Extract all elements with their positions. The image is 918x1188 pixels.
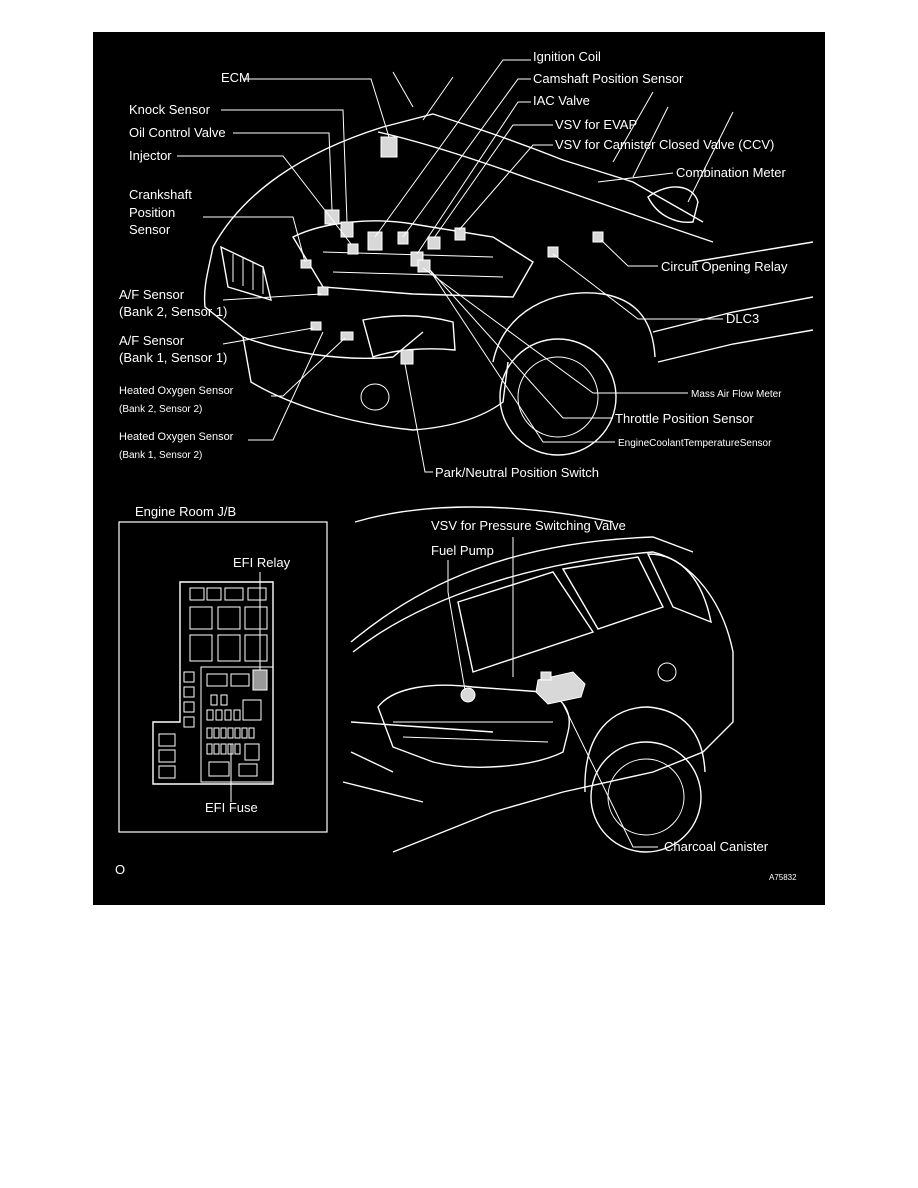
vsv-pressure-part: [540, 671, 552, 681]
label-crankshaft-1: Crankshaft: [129, 187, 192, 202]
label-injector: Injector: [129, 148, 172, 163]
diagram-frame: Ignition Coil ECM Camshaft Position Sens…: [93, 32, 825, 905]
cowl-line: [392, 71, 454, 121]
jb-inset-frame: [118, 521, 328, 833]
rear-quarter-window: [646, 553, 712, 624]
label-af-b1s1-2: (Bank 1, Sensor 1): [119, 350, 227, 365]
label-ho2-b2s2-1: Heated Oxygen Sensor: [119, 385, 234, 397]
fuel-tank-ridge: [393, 721, 553, 743]
label-oil-control-valve: Oil Control Valve: [129, 125, 226, 140]
label-af-b2s1-2: (Bank 2, Sensor 1): [119, 304, 227, 319]
component-location-diagram: Ignition Coil ECM Camshaft Position Sens…: [115, 49, 814, 882]
rear-window-2: [561, 556, 664, 630]
headlamp-left: [220, 245, 272, 302]
label-efi-relay: EFI Relay: [233, 555, 291, 570]
pnp-switch-part: [400, 349, 414, 365]
windshield-line: [377, 131, 714, 243]
front-vehicle-illustration: [203, 71, 814, 456]
label-camshaft-position-sensor: Camshaft Position Sensor: [533, 71, 684, 86]
figure-id: A75832: [769, 873, 797, 882]
efi-relay-part: [252, 669, 268, 691]
label-charcoal-canister: Charcoal Canister: [664, 839, 769, 854]
label-efi-fuse: EFI Fuse: [205, 800, 258, 815]
vsv-evap-part: [427, 236, 441, 250]
label-ho2-b1s2-1: Heated Oxygen Sensor: [119, 431, 234, 443]
label-af-b1s1-1: A/F Sensor: [119, 333, 185, 348]
front-tire: [499, 338, 617, 456]
upper-leader-lines: [177, 59, 723, 473]
injector-part: [347, 243, 359, 255]
fuel-lid: [657, 662, 677, 682]
label-park-neutral-switch: Park/Neutral Position Switch: [435, 465, 599, 480]
camshaft-sensor-part: [397, 231, 409, 245]
label-throttle-position-sensor: Throttle Position Sensor: [615, 411, 754, 426]
rear-vehicle-illustration: [342, 506, 734, 853]
front-wheel-arch: [492, 292, 656, 363]
label-iac-valve: IAC Valve: [533, 93, 590, 108]
label-vsv-evap: VSV for EVAP: [555, 117, 637, 132]
lower-labels: VSV for Pressure Switching Valve Fuel Pu…: [431, 518, 769, 854]
fog-lamp: [360, 383, 390, 411]
front-bumper: [242, 336, 509, 431]
label-ho2-b1s2-2: (Bank 1, Sensor 2): [119, 450, 202, 461]
label-engine-coolant-temp-sensor: EngineCoolantTemperatureSensor: [618, 438, 772, 449]
rear-wheel-arch: [584, 706, 706, 793]
lower-leader-lines: [447, 537, 658, 848]
engine-block: [292, 220, 534, 298]
label-crankshaft-2: Position: [129, 205, 175, 220]
maf-part: [417, 259, 431, 273]
crank-sensor-part: [300, 259, 312, 269]
ho2-b1-part: [340, 331, 354, 341]
label-circuit-opening-relay: Circuit Opening Relay: [661, 259, 788, 274]
rear-body-outline: [352, 551, 734, 853]
label-vsv-ccv: VSV for Camister Closed Valve (CCV): [555, 137, 774, 152]
grille: [232, 254, 264, 294]
label-ecm: ECM: [221, 70, 250, 85]
rear-rim: [607, 758, 685, 836]
front-rim: [517, 356, 599, 438]
ignition-coil-part: [367, 231, 383, 251]
af-b2-part: [317, 286, 329, 296]
label-combination-meter: Combination Meter: [676, 165, 786, 180]
label-ho2-b2s2-2: (Bank 2, Sensor 2): [119, 404, 202, 415]
corner-mark: O: [115, 862, 125, 877]
fender-upper: [203, 246, 424, 359]
label-crankshaft-3: Sensor: [129, 222, 171, 237]
knock-sensor-part: [340, 221, 354, 238]
vsv-ccv-part: [454, 227, 466, 241]
ecm-part: [380, 136, 398, 158]
headlamp-right: [362, 315, 456, 358]
label-fuel-pump: Fuel Pump: [431, 543, 494, 558]
side-mirror: [647, 186, 699, 224]
label-dlc3: DLC3: [726, 311, 759, 326]
rear-window-1: [457, 571, 595, 673]
rear-roof-line: [350, 506, 694, 643]
label-af-b2s1-1: A/F Sensor: [119, 287, 185, 302]
side-body: [652, 241, 814, 363]
fuel-pump-part: [460, 687, 476, 703]
af-b1-part: [310, 321, 322, 331]
jb-outline: [152, 581, 274, 785]
dlc3-part: [547, 246, 559, 258]
label-ignition-coil: Ignition Coil: [533, 49, 601, 64]
upper-labels: Ignition Coil ECM Camshaft Position Sens…: [119, 49, 788, 480]
rocker-line: [342, 721, 494, 803]
label-knock-sensor: Knock Sensor: [129, 102, 211, 117]
engine-room-jb-inset: Engine Room J/B EFI R: [118, 504, 328, 833]
label-engine-room-jb: Engine Room J/B: [135, 504, 236, 519]
circuit-relay-part: [592, 231, 604, 243]
label-vsv-pressure-switching: VSV for Pressure Switching Valve: [431, 518, 626, 533]
label-mass-air-flow-meter: Mass Air Flow Meter: [691, 389, 782, 400]
rear-tire: [590, 741, 702, 853]
oil-control-valve-part: [324, 209, 340, 225]
a-pillar: [612, 91, 734, 203]
